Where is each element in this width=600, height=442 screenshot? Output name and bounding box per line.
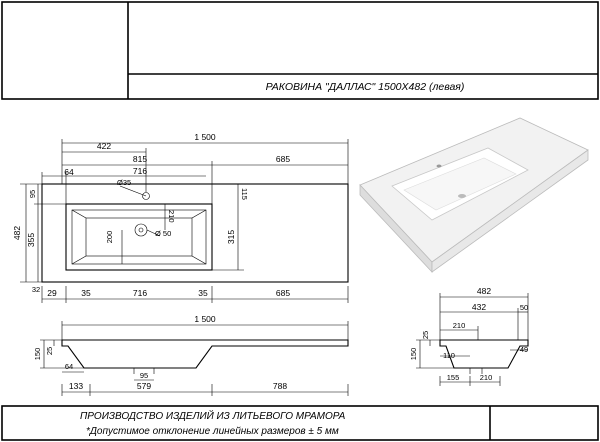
dim-right-shelf: 685 — [276, 154, 290, 164]
dim-bowl-inner-depth: 315 — [226, 230, 236, 244]
dim-bowl-depth: 355 — [26, 233, 36, 247]
dim-tap-offset: 422 — [97, 141, 111, 151]
dim-bottom-4: 685 — [276, 288, 290, 298]
dim-drain-from-front: 200 — [105, 231, 114, 244]
countertop-outline — [41, 183, 349, 283]
dim-side-bottom-left: 155 — [447, 373, 460, 382]
dim-side-top-offset: 210 — [453, 321, 466, 330]
title-block: РАКОВИНА "ДАЛЛАС" 1500Х482 (левая) — [1, 1, 599, 100]
bowl-edge-4 — [191, 255, 207, 265]
render-drain-icon — [458, 194, 466, 198]
title-frame — [1, 1, 599, 100]
sink-bowl-floor — [403, 157, 517, 211]
footer-line-2: *Допустимое отклонение линейных размеров… — [86, 426, 339, 437]
dim-front-height: 150 — [33, 348, 42, 361]
dim-front-overall: 1 500 — [194, 314, 216, 324]
dim-side-back-lip: 50 — [520, 303, 528, 312]
dim-right-shelf-front: 788 — [273, 381, 287, 391]
sink-side-edge — [431, 149, 589, 273]
dim-front-thickness: 25 — [45, 347, 54, 355]
render-tap-hole-icon — [436, 164, 442, 168]
product-title: РАКОВИНА "ДАЛЛАС" 1500Х482 (левая) — [266, 81, 465, 93]
dim-side-drain-neck: 110 — [443, 351, 455, 360]
bowl-edge-2 — [191, 209, 207, 219]
dim-to-drain: 133 — [69, 381, 83, 391]
dim-side-bowl-span: 432 — [472, 302, 486, 312]
sink-profile — [61, 339, 349, 369]
dim-drain-dia: Ø 50 — [155, 229, 171, 238]
dim-drain-to-bowl: 579 — [137, 381, 151, 391]
bowl-floor — [85, 217, 193, 257]
dim-side-height: 150 — [409, 348, 418, 361]
dim-front-margin: 32 — [32, 285, 40, 294]
top-view: 1 500 422 815 685 64 716 Ø35 210 Ø 50 48… — [12, 132, 349, 303]
sink-render — [359, 117, 589, 274]
dim-left-edge: 64 — [64, 167, 74, 177]
dim-drain-width: 95 — [140, 371, 148, 380]
drain-hole-inner — [138, 227, 144, 233]
bowl-outer — [65, 203, 213, 271]
side-view: 482 432 50 210 150 25 110 49 155 210 — [409, 286, 529, 386]
dim-bottom-2: 716 — [133, 288, 147, 298]
dim-side-rim: 49 — [520, 345, 528, 354]
dim-bottom-1: 35 — [81, 288, 91, 298]
bowl-edge-1 — [71, 209, 87, 219]
dim-to-bowl-end: 815 — [133, 154, 147, 164]
side-profile — [439, 339, 529, 369]
footer-block: ПРОИЗВОДСТВО ИЗДЕЛИЙ ИЗ ЛИТЬЕВОГО МРАМОР… — [1, 405, 599, 441]
dim-back-margin: 115 — [240, 188, 249, 200]
dim-drain-v: 210 — [167, 210, 176, 223]
tap-hole — [142, 192, 150, 200]
dim-bottom-0: 29 — [47, 288, 57, 298]
dim-side-thickness: 25 — [421, 331, 430, 339]
leader-tap — [119, 185, 147, 197]
dim-side-depth: 482 — [477, 286, 491, 296]
footer-line-1: ПРОИЗВОДСТВО ИЗДЕЛИЙ ИЗ ЛИТЬЕВОГО МРАМОР… — [80, 409, 346, 422]
footer-frame — [1, 405, 599, 441]
dim-bottom-3: 35 — [198, 288, 208, 298]
bowl-edge-3 — [71, 255, 87, 265]
dim-front-left: 64 — [65, 362, 73, 371]
dim-front-offset: 95 — [28, 190, 37, 198]
dim-overall-length: 1 500 — [194, 132, 216, 142]
front-view: 1 500 150 25 64 95 133 579 788 — [33, 314, 349, 396]
dim-side-bottom-right: 210 — [480, 373, 493, 382]
dim-bowl-inner: 716 — [133, 166, 147, 176]
bowl-inner — [71, 209, 207, 265]
dim-tap-dia: Ø35 — [117, 178, 131, 187]
drain-hole — [134, 223, 148, 237]
leader-drain — [146, 229, 161, 237]
dim-overall-depth: 482 — [12, 226, 22, 240]
